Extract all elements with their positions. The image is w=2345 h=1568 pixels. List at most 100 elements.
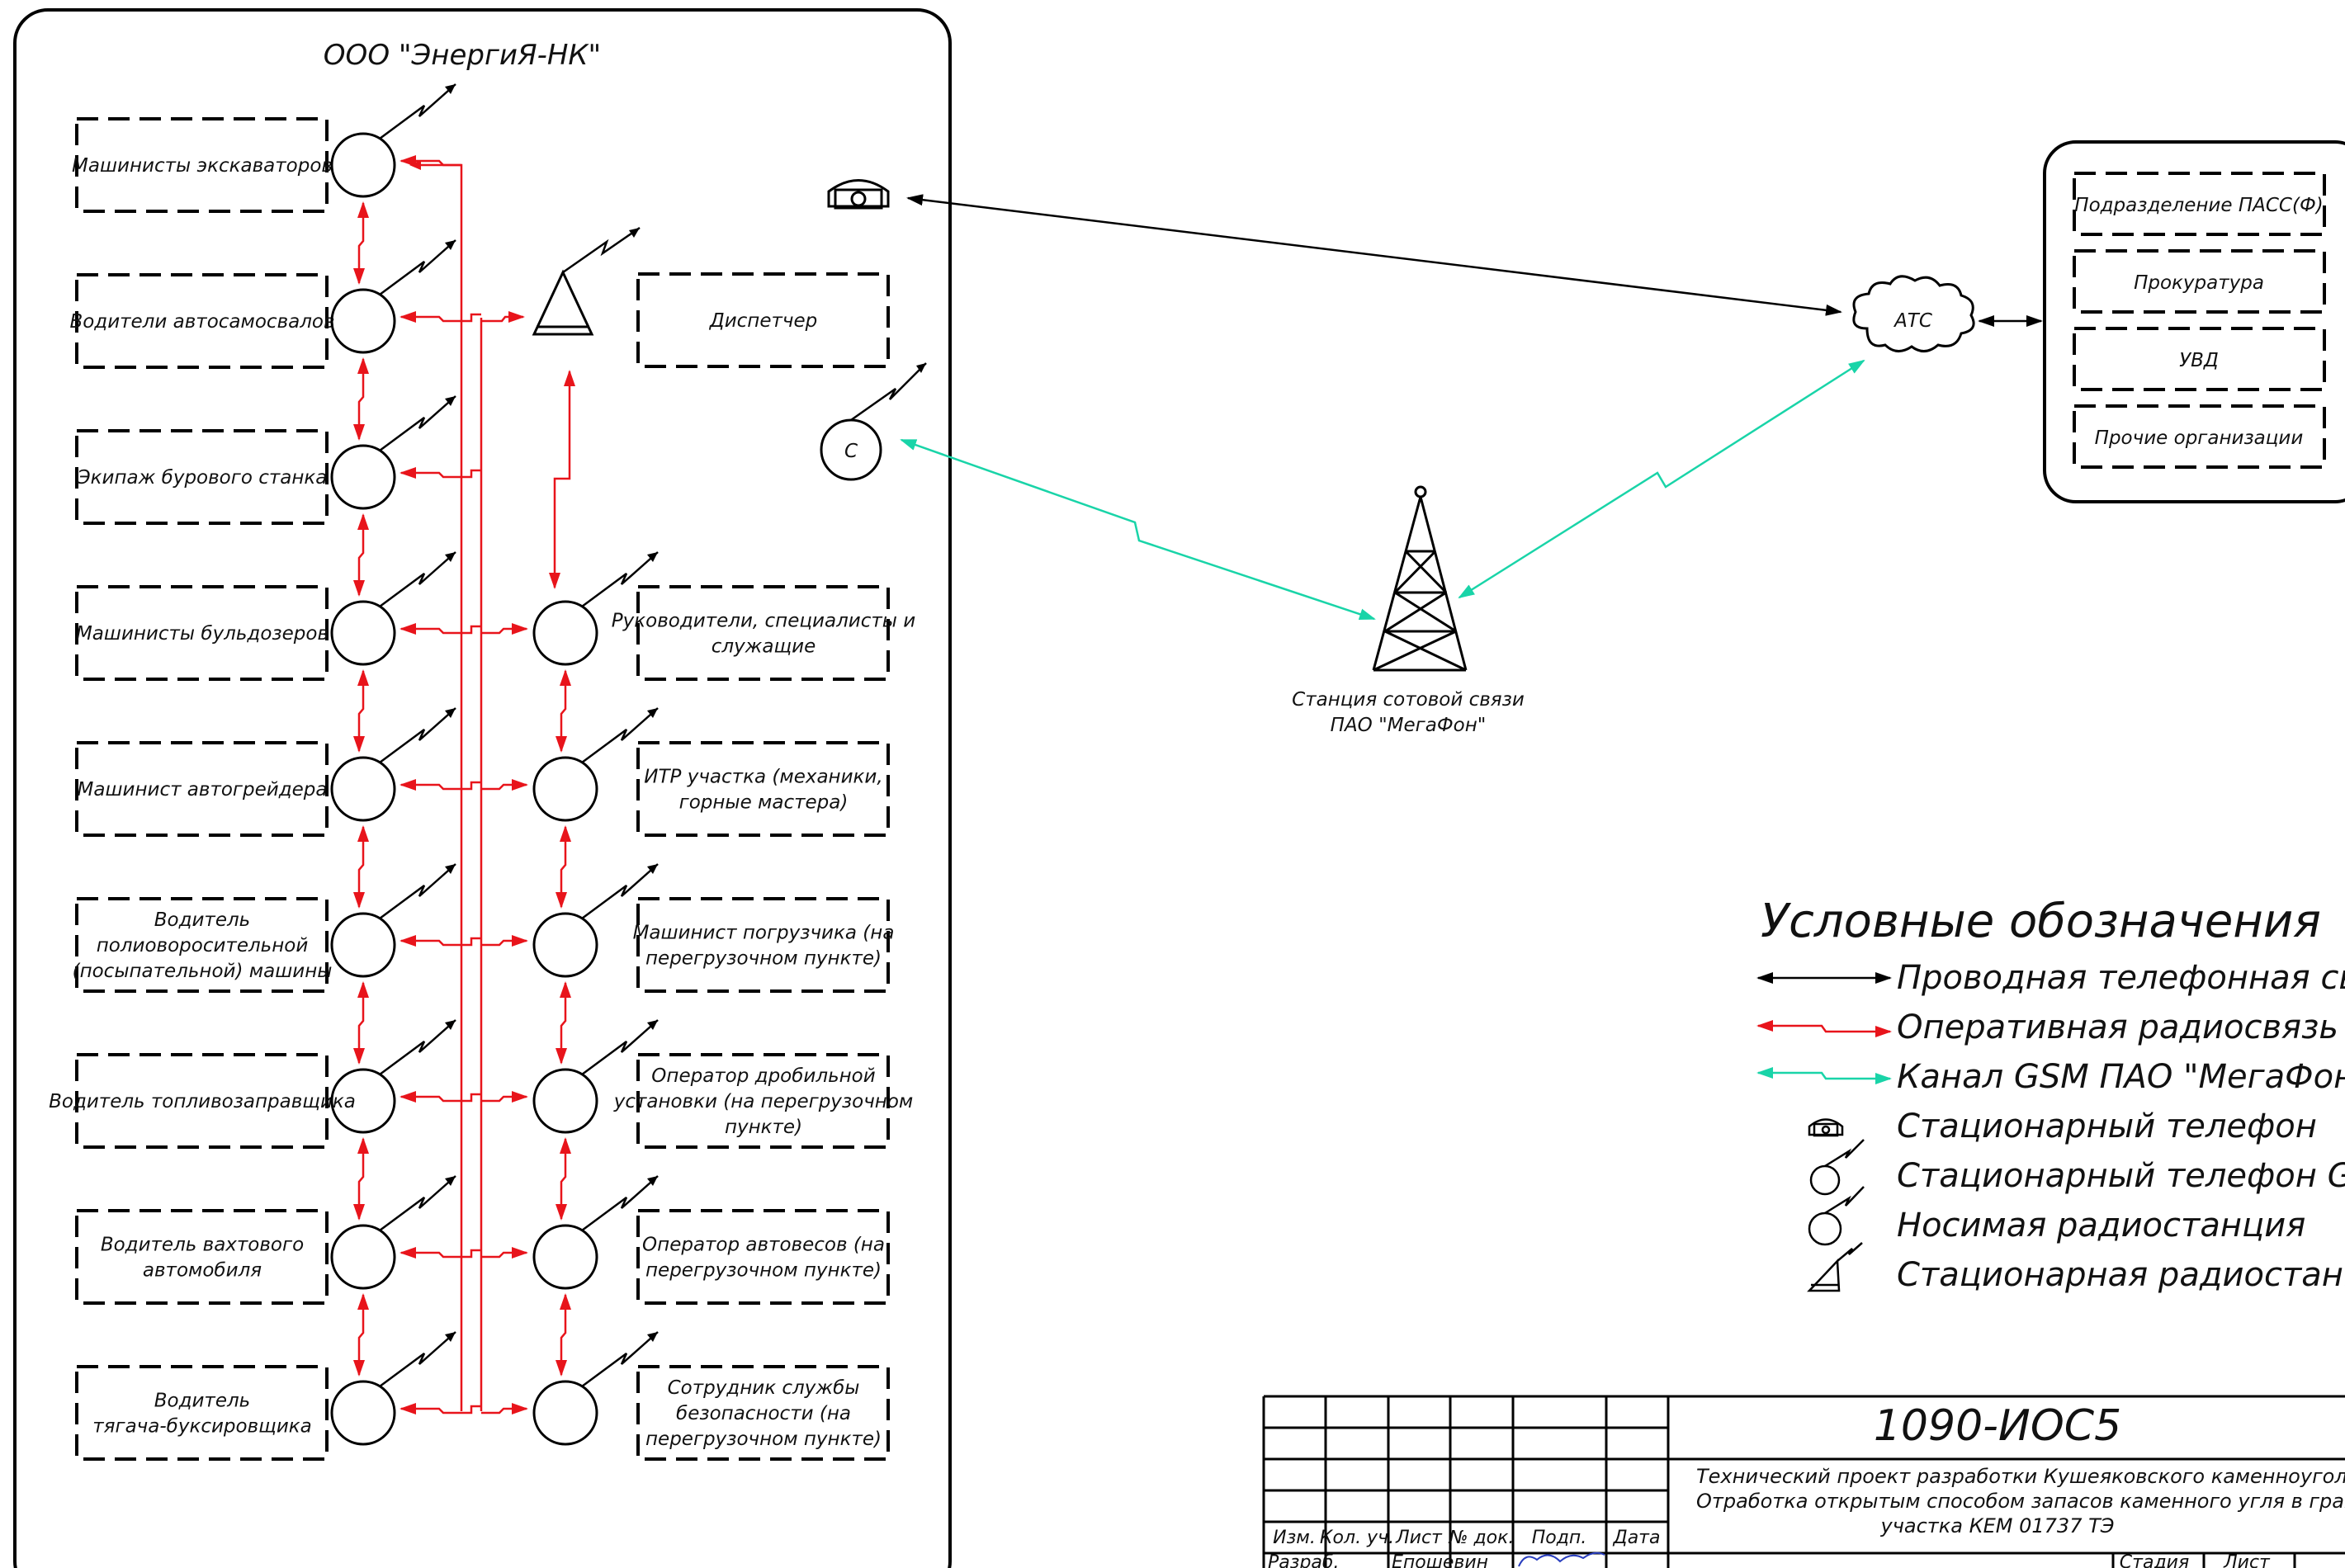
radio-link-vertical-right (556, 1137, 571, 1221)
radio-link-left (400, 1091, 461, 1103)
worker-label-left-line: Водитель топливозаправщика (49, 1091, 356, 1112)
atc-label: АТС (1893, 310, 1932, 332)
radio-link-dispatcher-management (549, 370, 575, 589)
radio-link-left (400, 1247, 461, 1259)
stamp-header-doc: № док. (1449, 1528, 1515, 1548)
portable-radio-icon (532, 1331, 659, 1446)
radio-link-left (400, 935, 461, 947)
worker-label-right-line: горные мастера) (679, 792, 849, 814)
legend: Условные обозначения Проводная телефонна… (1756, 895, 2345, 1294)
tower-caption-line1: Станция сотовой связи (1292, 689, 1525, 711)
portable-radio-icon (532, 707, 659, 822)
org-title: ООО "ЭнергиЯ-НК" (324, 39, 601, 72)
worker-box-right: Руководители, специалисты и служащие (612, 585, 915, 681)
stationary-phone-icon (827, 179, 890, 210)
radio-link-vertical-left (353, 825, 369, 909)
portable-radio-icon (330, 395, 456, 510)
worker-box-left: Машинист автогрейдера (75, 741, 329, 837)
worker-label-left-line: Экипаж бурового станка (77, 467, 328, 489)
worker-label-right-line: Руководители, специалисты и (612, 611, 915, 632)
worker-label-right-line: Оператор автовесов (на (642, 1235, 885, 1256)
radio-bus-left (421, 163, 463, 1411)
radio-link-right (481, 779, 528, 791)
worker-label-right-line: перегрузочном пункте) (645, 1260, 882, 1282)
radio-link-vertical-left (353, 981, 369, 1065)
radio-link-vertical-left (353, 1293, 369, 1377)
radio-bus-arrow (409, 160, 421, 170)
dispatcher-box: Диспетчер (636, 272, 890, 368)
worker-box-left: Водители автосамосвалов (69, 273, 335, 369)
radio-link-left (400, 311, 461, 323)
worker-label-right-line: перегрузочном пункте) (645, 1429, 882, 1450)
portable-radio-icon (330, 707, 456, 822)
portable-radio-icon (330, 1019, 456, 1134)
legend-portable-radio-icon (1808, 1186, 1865, 1246)
legend-stationary-radio-icon (1807, 1242, 1863, 1292)
external-org-label: Подразделение ПАСС(Ф) (2074, 195, 2323, 216)
portable-radio-icon (532, 863, 659, 978)
worker-label-left-line: тягача-буксировщика (92, 1416, 312, 1438)
gsm-link-tower-atc (1458, 359, 1865, 599)
worker-box-left: Водитель топливозаправщика (49, 1053, 356, 1149)
stamp-razrab-name: Епошевин (1392, 1552, 1488, 1568)
worker-label-left-line: Машинисты бульдозеров (76, 623, 329, 645)
radio-link-left (400, 1403, 461, 1415)
stamp-desc-line2: Отработка открытым способом запасов каме… (1696, 1490, 2345, 1513)
tower-caption-line2: ПАО "МегаФон" (1331, 715, 1487, 736)
enterprise-frame (13, 8, 952, 1568)
radio-link-right (481, 1403, 528, 1415)
legend-radio-line (1756, 1020, 1892, 1037)
external-org-box: Подразделение ПАСС(Ф) (2073, 172, 2326, 236)
worker-label-left-line: Машинист автогрейдера (78, 779, 328, 801)
legend-item-wired: Проводная телефонная связь (1897, 959, 2345, 997)
worker-label-right-line: установки (на перегрузочном (613, 1091, 914, 1112)
stamp-header-sign: Подп. (1532, 1528, 1587, 1548)
portable-radio-icon (330, 1175, 456, 1290)
radio-link-vertical-left (353, 357, 369, 441)
worker-box-right: Оператор автовесов (на перегрузочном пунк… (636, 1209, 890, 1305)
radio-bus-joint (461, 1093, 481, 1103)
legend-item-portable-radio: Носимая радиостанция (1897, 1207, 2305, 1244)
stamp-header-list: Лист (1395, 1528, 1443, 1548)
legend-title: Условные обозначения (1761, 895, 2321, 948)
worker-label-left-line: Водители автосамосвалов (69, 311, 334, 333)
stamp-sheet: Лист (2223, 1552, 2271, 1568)
radio-link-vertical-right (556, 669, 571, 753)
portable-radio-icon (330, 1331, 456, 1446)
portable-radio-icon (330, 239, 456, 354)
legend-item-stationary-radio: Стационарная радиостанция (1897, 1256, 2345, 1294)
radio-bus-joint (461, 469, 481, 479)
worker-label-right-line: ИТР участка (механики, (644, 767, 882, 788)
radio-link-vertical-left (353, 1137, 369, 1221)
worker-label-right-line: Машинист погрузчика (на (633, 923, 895, 944)
portable-radio-icon (330, 551, 456, 666)
portable-radio-icon (532, 1019, 659, 1134)
worker-label-left-line: полиоворосительной (97, 935, 309, 956)
radio-bus-joint (461, 937, 481, 947)
radio-link-left (400, 467, 461, 479)
gsm-phone-icon: С (820, 362, 927, 481)
radio-bus-joint (461, 313, 481, 323)
worker-box-left: Машинисты экскаваторов (72, 117, 333, 213)
stamp-header-date: Дата (1613, 1528, 1661, 1548)
radio-link-right (481, 623, 528, 635)
radio-links-group (353, 155, 575, 1415)
gsm-link-phone-tower (900, 438, 1376, 621)
worker-label-left-line: Водитель (154, 909, 251, 931)
legend-item-gsm-phone: Стационарный телефон GSM (1897, 1157, 2345, 1195)
external-orgs-group: Подразделение ПАСС(Ф)ПрокуратураУВДПрочи… (2073, 172, 2326, 469)
worker-label-left-line: (посыпательной) машины (73, 961, 333, 982)
worker-label-right-line: пункте) (725, 1117, 802, 1138)
radio-link-right (481, 935, 528, 947)
radio-bus-joint (461, 625, 481, 635)
worker-label-left-line: Водитель вахтового (101, 1235, 304, 1256)
cell-tower-icon (1372, 485, 1468, 672)
worker-label-right-line: служащие (712, 636, 816, 658)
dispatcher-label: Диспетчер (709, 310, 818, 332)
stamp-header-izm: Изм. (1273, 1528, 1316, 1548)
